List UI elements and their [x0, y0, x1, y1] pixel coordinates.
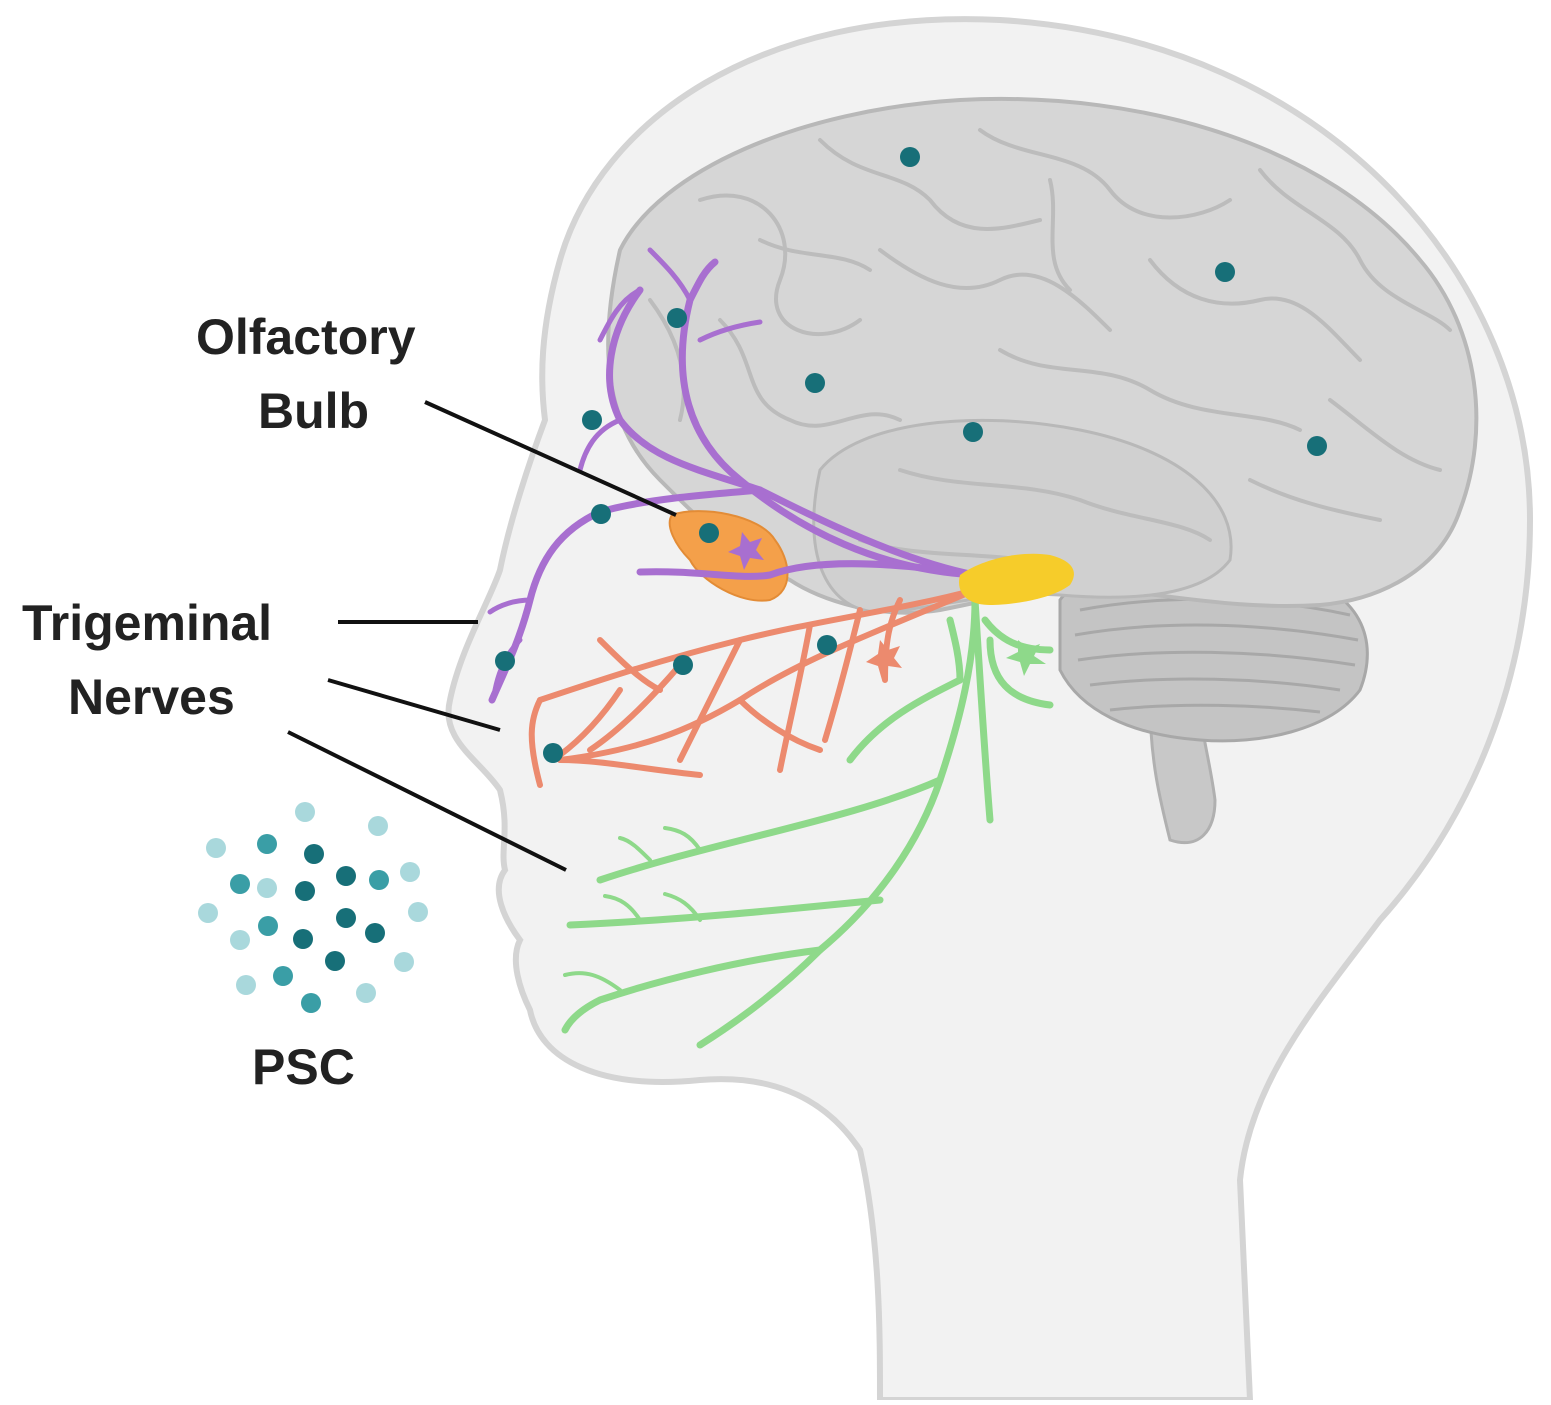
psc-particle — [206, 838, 226, 858]
psc-particle — [304, 844, 324, 864]
leader-lines — [287, 400, 677, 872]
olfactory-leader-line — [424, 400, 677, 517]
particle — [582, 410, 602, 430]
psc-particle — [408, 902, 428, 922]
psc-particle — [293, 929, 313, 949]
particle — [900, 147, 920, 167]
particle — [673, 655, 693, 675]
trigeminal-nerves-label-line1: Trigeminal — [22, 595, 273, 651]
particle — [1307, 436, 1327, 456]
psc-particle — [400, 862, 420, 882]
psc-particle — [295, 881, 315, 901]
particle — [817, 635, 837, 655]
particle — [543, 743, 563, 763]
psc-particle — [230, 930, 250, 950]
psc-particle — [394, 952, 414, 972]
particle — [667, 308, 687, 328]
trigeminal-neuron — [866, 640, 902, 680]
particle — [495, 651, 515, 671]
trigeminal-leader-line — [287, 730, 567, 872]
olfactory-bulb-label-line2: Bulb — [258, 383, 370, 439]
trigeminal-nerves — [528, 587, 978, 788]
particle — [591, 504, 611, 524]
particle — [699, 523, 719, 543]
psc-particle — [295, 802, 315, 822]
psc-particle — [356, 983, 376, 1003]
particle — [1215, 262, 1235, 282]
psc-particle — [236, 975, 256, 995]
trigeminal-ganglion — [959, 553, 1074, 605]
psc-particle — [273, 966, 293, 986]
psc-particle — [336, 908, 356, 928]
trigeminal-leader-line — [327, 678, 501, 732]
psc-particle — [369, 870, 389, 890]
trigeminal-nerves-label-line2: Nerves — [68, 669, 235, 725]
psc-particle — [325, 951, 345, 971]
psc-particle — [257, 878, 277, 898]
psc-particle — [257, 834, 277, 854]
psc-particle — [230, 874, 250, 894]
psc-particle — [198, 903, 218, 923]
psc-label: PSC — [252, 1039, 355, 1095]
psc-particle-cluster — [198, 802, 428, 1013]
olfactory-neuron — [728, 532, 764, 570]
psc-particle — [258, 916, 278, 936]
psc-particle — [301, 993, 321, 1013]
psc-particle — [368, 816, 388, 836]
olfactory-bulb-label-line1: Olfactory — [196, 309, 416, 365]
olfactory-nerves — [487, 247, 979, 704]
particle — [963, 422, 983, 442]
brain-particles — [495, 147, 1327, 763]
psc-particle — [365, 923, 385, 943]
psc-particle — [336, 866, 356, 886]
particle — [805, 373, 825, 393]
green-nerves — [561, 596, 1054, 1049]
green-neuron — [1006, 640, 1046, 676]
